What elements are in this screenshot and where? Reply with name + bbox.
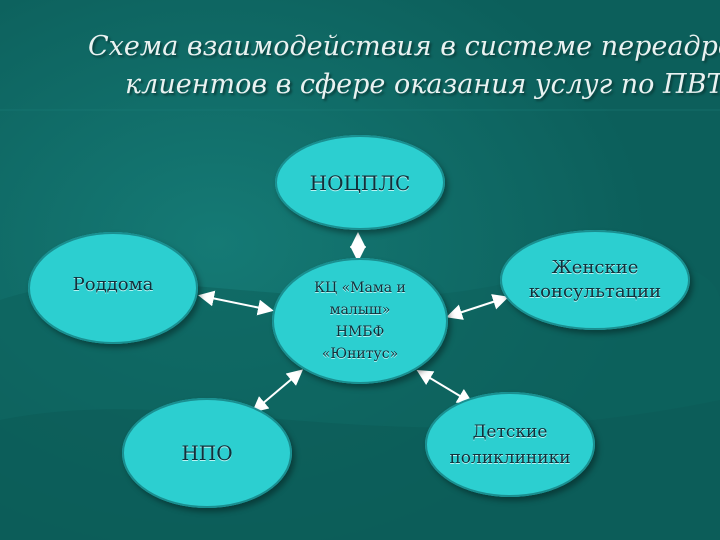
node-center: КЦ «Мама и малыш» НМБФ «Юнитус» bbox=[272, 258, 448, 384]
title-line-1: Схема взаимодействия в системе переадрес… bbox=[88, 31, 720, 62]
node-npo: НПО bbox=[122, 398, 292, 508]
arrow-center-to-npo bbox=[251, 369, 304, 413]
node-zhenskie-line-1: Женские bbox=[551, 257, 639, 278]
node-nocplas-label: НОЦПЛС bbox=[309, 170, 411, 195]
node-detskie-polikliniki: Детские поликлиники bbox=[425, 392, 595, 497]
node-detskie-line-2: поликлиники bbox=[449, 447, 571, 468]
title-line-2: клиентов в сфере оказания услуг по ПВТ bbox=[125, 69, 720, 100]
node-center-line-2: малыш» bbox=[329, 302, 391, 318]
arrow-center-to-zhenskie bbox=[446, 294, 509, 320]
arrow-center-to-roddoma bbox=[198, 290, 274, 316]
arrow-center-to-detskie bbox=[416, 369, 474, 405]
slide-title: Схема взаимодействия в системе переадрес… bbox=[0, 28, 720, 108]
node-roddoma-label: Роддома bbox=[72, 274, 154, 295]
node-center-line-4: «Юнитус» bbox=[321, 346, 399, 362]
node-nocplas: НОЦПЛС bbox=[275, 135, 445, 230]
node-npo-label: НПО bbox=[181, 441, 233, 465]
node-zhenskie-line-2: консультации bbox=[528, 281, 662, 302]
node-detskie-line-1: Детские bbox=[472, 421, 548, 442]
node-center-line-3: НМБФ bbox=[335, 324, 385, 340]
node-center-line-1: КЦ «Мама и bbox=[314, 280, 406, 296]
node-roddoma: Роддома bbox=[28, 232, 198, 344]
node-zhenskie-konsultatsii: Женские консультации bbox=[500, 230, 690, 330]
